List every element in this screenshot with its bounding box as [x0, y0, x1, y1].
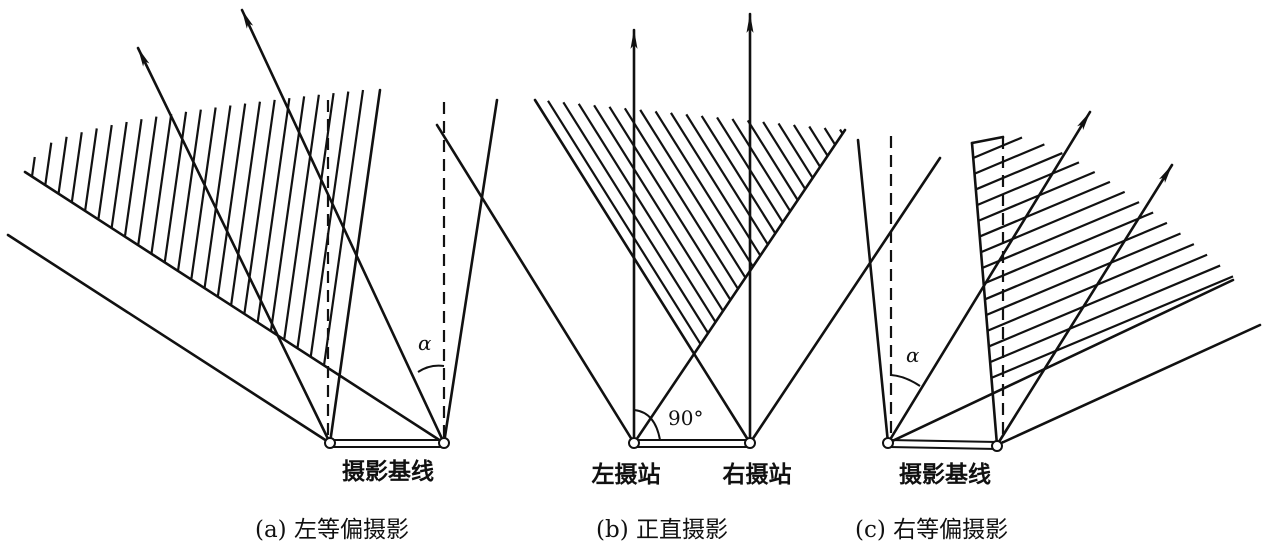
hatch-line — [986, 243, 1195, 332]
panel-c-baseline-bottom — [887, 446, 998, 450]
hatch-line — [84, 128, 98, 212]
hatch-line — [976, 161, 1080, 207]
hatch-line — [123, 119, 143, 237]
panel-c-left-station-point — [882, 437, 894, 449]
panel-b-left-station-label: 左摄站 — [592, 462, 661, 488]
hatch-line — [176, 109, 202, 272]
panel-c-left-camera-right-ray — [886, 278, 1235, 445]
panel-a-right-axis-arrow — [240, 8, 446, 445]
panel-a-left-equal-deviation: α 摄影基线 (a) 左等偏摄影 — [6, 8, 499, 543]
hatch-line — [731, 118, 792, 212]
hatch-line — [30, 156, 36, 177]
hatch-line — [547, 100, 702, 345]
hatch-line — [309, 91, 350, 357]
hatch-line — [283, 94, 320, 340]
hatch-line — [990, 275, 1234, 380]
panel-c-left-camera-left-ray — [856, 138, 890, 445]
panel-c-overlap-hatching — [972, 136, 1234, 380]
panel-a-alpha-arc — [417, 364, 445, 373]
panel-a-left-camera-right-ray — [328, 88, 382, 445]
panel-b-right-station-label: 右摄站 — [723, 461, 792, 488]
hatch-line — [762, 121, 807, 190]
hatch-line — [57, 136, 68, 194]
hatch-line — [792, 124, 822, 168]
hatch-line — [974, 143, 1045, 175]
hatch-line — [243, 99, 276, 315]
panel-c-caption: (c) 右等偏摄影 — [855, 517, 1008, 543]
panel-a-right-camera-left-ray — [23, 170, 446, 445]
hatch-line — [685, 113, 769, 246]
panel-b-overlap-hatching — [547, 100, 844, 345]
panel-a-baseline-label: 摄影基线 — [342, 458, 434, 485]
hatch-line — [562, 101, 709, 334]
hatch-line — [296, 92, 335, 349]
panel-c-alpha-symbol: α — [906, 343, 920, 367]
panel-a-right-station-point — [438, 437, 450, 449]
hatch-line — [190, 107, 217, 280]
panel-a-alpha-symbol: α — [418, 331, 432, 355]
hatch-line — [269, 96, 306, 332]
hatch-line — [979, 180, 1111, 238]
panel-a-caption: (a) 左等偏摄影 — [255, 517, 409, 543]
hatch-line — [230, 101, 262, 306]
panel-c-right-axis-arrow — [995, 163, 1174, 447]
panel-c-right-station-point — [991, 440, 1003, 452]
panel-a-left-axis-arrow — [136, 46, 332, 445]
hatch-line — [70, 132, 83, 203]
hatch-line — [110, 121, 128, 229]
hatch-line — [988, 253, 1208, 348]
panel-b-angle-label: 90° — [668, 406, 703, 430]
panel-c-baseline-top — [887, 439, 998, 443]
hatch-line — [981, 201, 1140, 270]
hatch-line — [216, 103, 247, 297]
hatch-line — [150, 113, 173, 254]
hatch-line — [577, 103, 717, 323]
panel-a-left-station-point — [324, 437, 336, 449]
hatch-line — [746, 119, 799, 201]
hatch-line — [977, 170, 1096, 222]
hatch-line — [137, 116, 158, 246]
panel-c-right-equal-deviation: α 摄影基线 (c) 右等偏摄影 — [855, 110, 1262, 543]
panel-c-right-camera-left-ray — [970, 141, 999, 447]
hatch-line — [593, 104, 724, 312]
hatch-line — [777, 122, 814, 179]
hatch-line — [654, 110, 754, 268]
panel-b-left-station-point — [628, 437, 640, 449]
hatch-line — [983, 211, 1154, 285]
hatch-line — [980, 190, 1126, 254]
panel-c-baseline-label: 摄影基线 — [899, 461, 991, 488]
hatch-line — [44, 142, 53, 186]
hatch-line — [985, 232, 1181, 317]
hatch-line — [975, 152, 1063, 191]
panel-b-normal-case: 90° 左摄站 右摄站 (b) 正直摄影 — [435, 12, 942, 543]
hatch-line — [623, 107, 739, 290]
panel-c-left-axis-arrow — [886, 110, 1092, 445]
hatch-line — [808, 125, 829, 157]
hatch-line — [989, 264, 1221, 364]
panel-b-caption: (b) 正直摄影 — [596, 517, 728, 543]
panel-b-right-station-point — [744, 437, 756, 449]
hatch-line — [670, 112, 762, 257]
hatch-line — [608, 106, 732, 301]
hatch-line — [984, 221, 1168, 301]
panel-b-left-camera-left-ray — [435, 123, 636, 445]
panel-c-right-camera-right-ray — [995, 323, 1262, 447]
hatch-line — [972, 136, 1023, 160]
hatch-line — [203, 105, 232, 289]
panel-a-overlap-hatching — [30, 89, 365, 366]
hatch-line — [256, 97, 291, 323]
panel-a-left-camera-left-ray — [6, 233, 332, 445]
hatch-line — [700, 115, 777, 234]
panel-a-right-camera-right-ray — [442, 98, 499, 445]
hatch-line — [97, 124, 113, 220]
panel-b-left-camera-right-ray — [632, 128, 847, 445]
panel-b-right-angle-arc — [633, 409, 661, 441]
hatch-line — [639, 109, 747, 279]
panel-c-hatch-top-edge — [970, 135, 1005, 145]
panel-b-right-camera-right-ray — [748, 156, 942, 445]
hatch-line — [823, 127, 837, 146]
panel-c-alpha-arc — [890, 374, 921, 387]
panel-b-right-camera-left-ray — [533, 98, 752, 445]
